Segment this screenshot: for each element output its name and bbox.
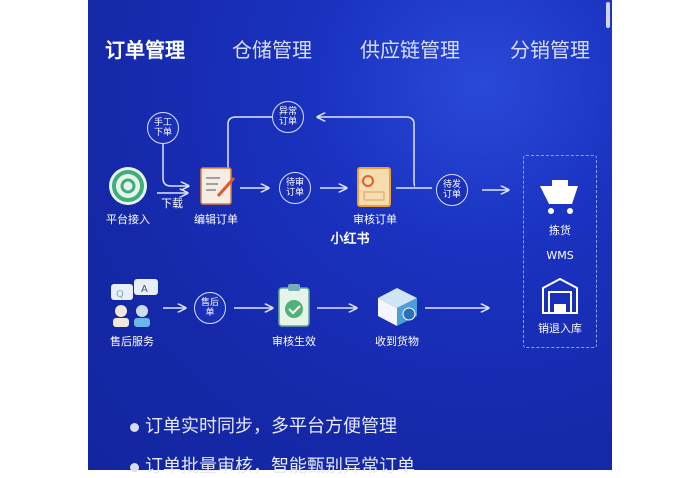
review-order-label: 审核订单 — [353, 213, 397, 226]
wms-label: WMS — [546, 249, 574, 262]
content-panel — [88, 0, 612, 470]
cart-icon — [540, 180, 578, 214]
download-label: 下载 — [161, 197, 183, 210]
edit-order-label: 编辑订单 — [194, 213, 238, 226]
platform-label: 平台接入 — [106, 213, 150, 226]
package-icon — [378, 288, 417, 326]
wms-container — [523, 155, 597, 348]
platform-icon — [109, 167, 147, 205]
pending-ship-node: 待发订单 — [436, 174, 468, 206]
manual-order-node: 手工下单 — [147, 112, 179, 144]
bullet-item: 订单实时同步，多平台方便管理 — [130, 412, 397, 438]
tab-warehouse-management[interactable]: 仓储管理 — [232, 38, 312, 62]
tab-supply-chain-management[interactable]: 供应链管理 — [360, 38, 460, 62]
receive-goods-label: 收到货物 — [375, 335, 419, 348]
pick-label: 拣货 — [549, 224, 571, 237]
after-sale-service-label: 售后服务 — [110, 335, 154, 348]
bullet-dot — [130, 422, 139, 432]
approve-label: 审核生效 — [272, 335, 316, 348]
bullet-text: 订单批量审核，智能甄别异常订单 — [145, 456, 415, 477]
warehouse-icon — [542, 277, 578, 314]
return-stock-label: 销退入库 — [538, 322, 582, 335]
scrollbar[interactable] — [606, 2, 610, 28]
edit-order-icon — [200, 167, 236, 205]
svg-text:A: A — [141, 284, 148, 295]
tab-distribution-management[interactable]: 分销管理 — [510, 38, 590, 62]
bullet-item: 订单批量审核，智能甄别异常订单 — [130, 452, 415, 478]
review-order-icon — [357, 167, 391, 207]
svg-text:Q: Q — [116, 289, 124, 300]
bullet-dot — [130, 462, 139, 472]
abnormal-order-node: 异常订单 — [272, 101, 304, 133]
bullet-text: 订单实时同步，多平台方便管理 — [145, 416, 397, 437]
pending-review-node: 待审订单 — [279, 172, 311, 204]
after-sale-ticket-node: 售后单 — [194, 292, 226, 324]
watermark: 小红书 — [330, 232, 370, 247]
clipboard-check-icon — [278, 284, 310, 327]
flow-connectors — [157, 117, 508, 308]
tab-order-management[interactable]: 订单管理 — [105, 38, 185, 62]
